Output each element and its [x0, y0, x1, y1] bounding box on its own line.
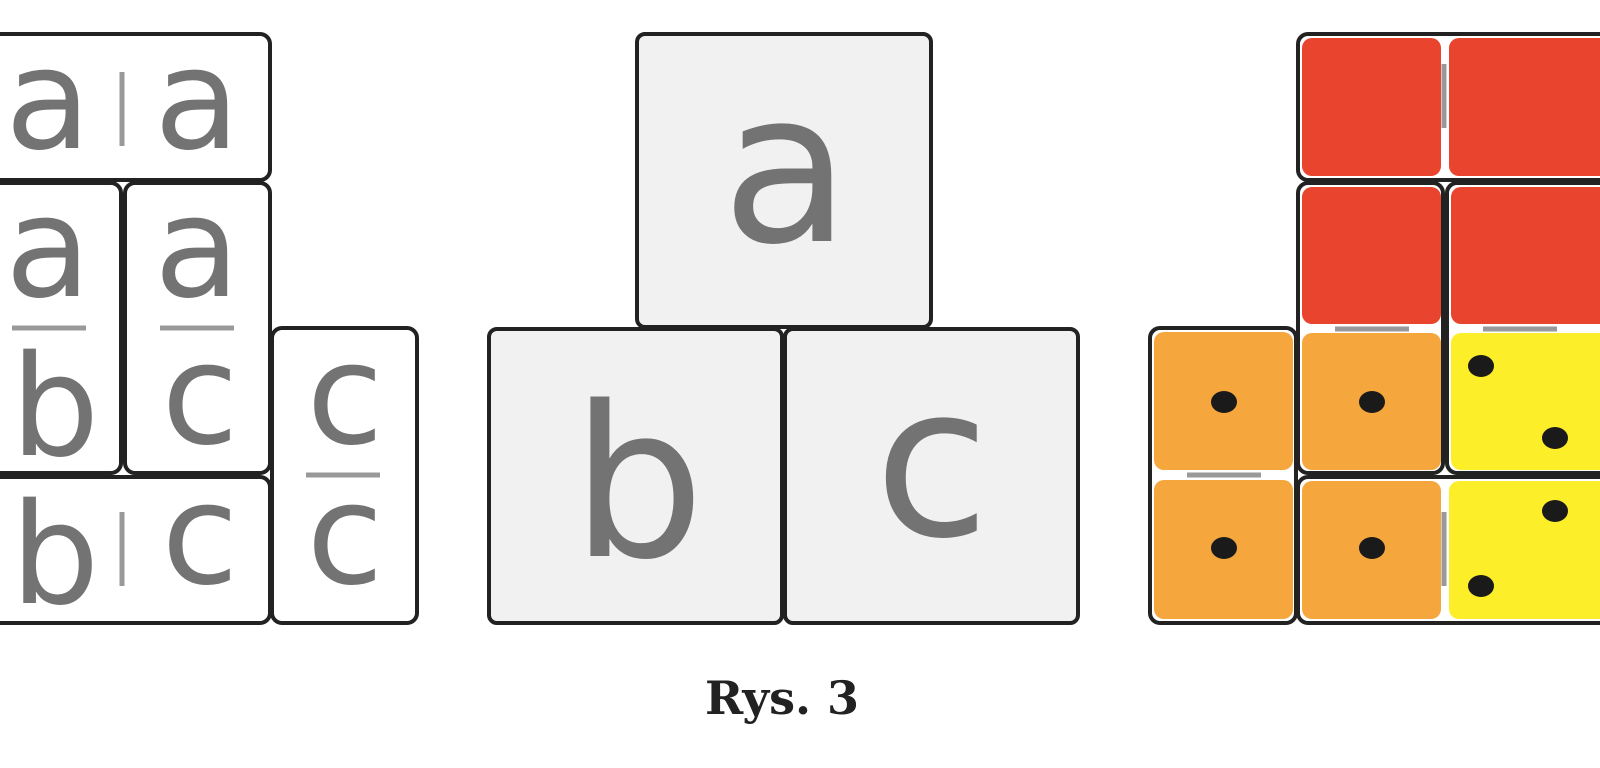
domino-vertical-ab: a b: [0, 167, 123, 489]
pips: [1211, 355, 1568, 597]
letter-c: c: [307, 314, 384, 477]
letter-c: c: [162, 454, 239, 617]
center-panel: a b c: [487, 32, 1080, 625]
letter-a: a: [5, 19, 91, 182]
separators: [1187, 64, 1557, 586]
letter-b: b: [11, 474, 100, 637]
letter-a: a: [5, 167, 91, 330]
domino-bottom-bc: b c: [0, 454, 272, 637]
right-panel: [1148, 32, 1600, 625]
letter-b-large: b: [571, 361, 704, 606]
square-b: [487, 327, 784, 625]
letter-a-large: a: [722, 46, 851, 291]
domino-top-aa: a a: [0, 19, 272, 182]
letter-a: a: [154, 19, 240, 182]
left-panel: a a a b a c b c c c: [0, 19, 419, 637]
square-c: [783, 327, 1080, 625]
domino-vertical-cc: c c: [270, 314, 419, 625]
letter-b: b: [11, 326, 100, 489]
letter-c-large: c: [874, 340, 989, 585]
letter-c: c: [162, 314, 239, 477]
letter-a: a: [154, 167, 240, 330]
figure-caption: Rys. 3: [705, 671, 859, 725]
square-a: [635, 32, 933, 329]
domino-vertical-ac: a c: [123, 167, 272, 477]
letter-c: c: [307, 454, 384, 617]
red-cells: [1302, 38, 1600, 324]
